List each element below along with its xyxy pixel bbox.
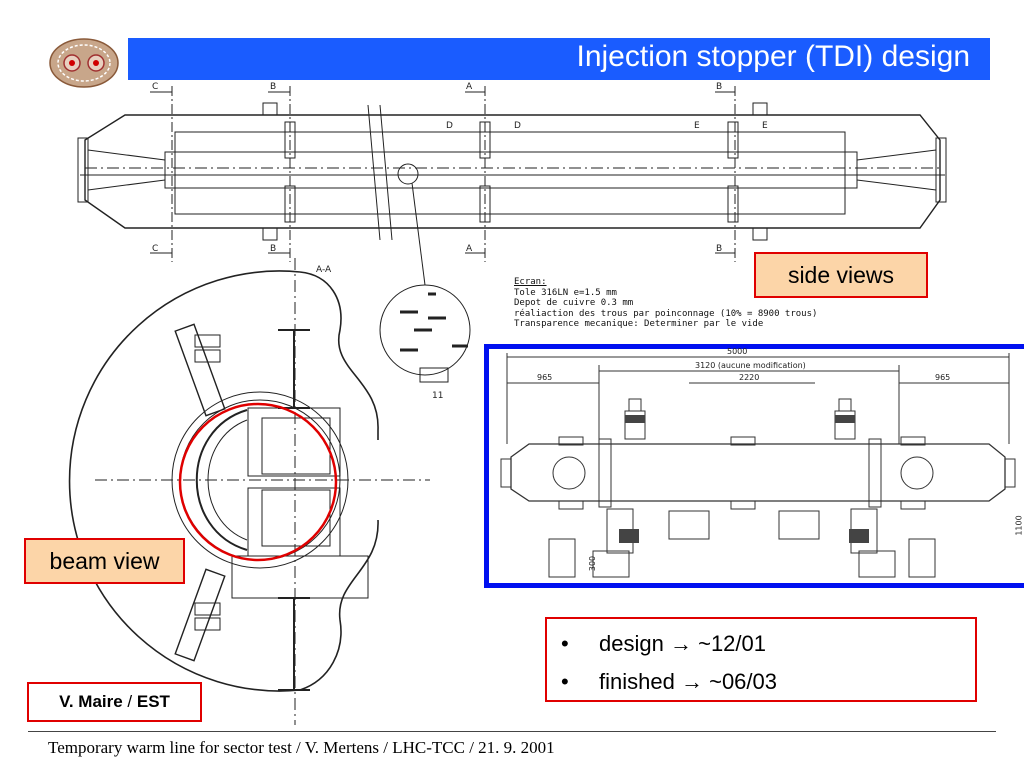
schedule-item-finished: • finished → ~06/03 — [561, 663, 975, 701]
author-name: V. Maire — [59, 692, 123, 711]
title-bar: Injection stopper (TDI) design — [128, 38, 990, 80]
bullet-value: ~06/03 — [709, 669, 777, 694]
footer-divider — [28, 731, 996, 732]
author-group: EST — [136, 692, 170, 711]
section-mark-d-left: D — [446, 121, 453, 131]
section-mark-d-right: D — [514, 121, 521, 131]
dim-height: 1100 — [1014, 515, 1024, 536]
side-view-drawing — [500, 353, 1016, 578]
dim-center: 2220 — [739, 373, 760, 382]
schedule-item-design: • design → ~12/01 — [561, 625, 975, 663]
section-mark-c-bottom: C — [152, 244, 158, 254]
beam-view-callout: beam view — [24, 538, 185, 584]
drawing-notes: Ecran: Tole 316LN e=1.5 mm Depot de cuiv… — [514, 277, 817, 330]
section-mark-e-left: E — [694, 121, 700, 131]
note-title: Ecran: — [514, 277, 547, 287]
author-box: V. Maire / EST — [27, 682, 202, 722]
side-views-callout: side views — [754, 252, 928, 298]
note-line: réaliaction des trous par poinconnage (1… — [514, 308, 818, 319]
highlight-circle — [178, 402, 338, 562]
section-mark-a-bottom: A — [466, 244, 473, 254]
bullet-marker: • — [561, 631, 569, 656]
footer-text: Temporary warm line for sector test / V.… — [48, 738, 555, 757]
bullet-value: ~12/01 — [698, 631, 766, 656]
note-line: Transparence mecanique: Determiner par l… — [514, 319, 764, 329]
detail-dimension: 11 — [432, 391, 443, 401]
section-mark-c-top: C — [152, 82, 158, 92]
section-label-aa: A-A — [316, 265, 332, 275]
bullet-marker: • — [561, 669, 569, 694]
lhc-logo-icon — [49, 38, 119, 88]
dim-total: 5000 — [727, 347, 748, 356]
section-mark-a-top: A — [466, 82, 473, 92]
arrow-icon: → — [680, 669, 703, 694]
arrow-icon: → — [669, 631, 692, 656]
dim-right: 965 — [935, 373, 951, 382]
bullet-label: design — [599, 631, 664, 656]
section-mark-b-top: B — [270, 82, 276, 92]
section-mark-b2-top: B — [716, 82, 722, 92]
dim-middle: 3120 (aucune modification) — [695, 361, 806, 370]
page-title: Injection stopper (TDI) design — [576, 40, 970, 73]
dim-base: 300 — [588, 555, 598, 572]
section-mark-b2-bottom: B — [716, 244, 722, 254]
side-view-frame: 5000 3120 (aucune modification) 965 2220… — [484, 344, 1024, 588]
bullet-label: finished — [599, 669, 675, 694]
dim-left: 965 — [537, 373, 553, 382]
author-separator: / — [122, 692, 137, 711]
note-line: Depot de cuivre 0.3 mm — [514, 298, 634, 308]
note-line: Tole 316LN e=1.5 mm — [514, 287, 617, 298]
section-mark-e-right: E — [762, 121, 768, 131]
schedule-box: • design → ~12/01 • finished → ~06/03 — [545, 617, 977, 702]
section-mark-b-bottom: B — [270, 244, 276, 254]
